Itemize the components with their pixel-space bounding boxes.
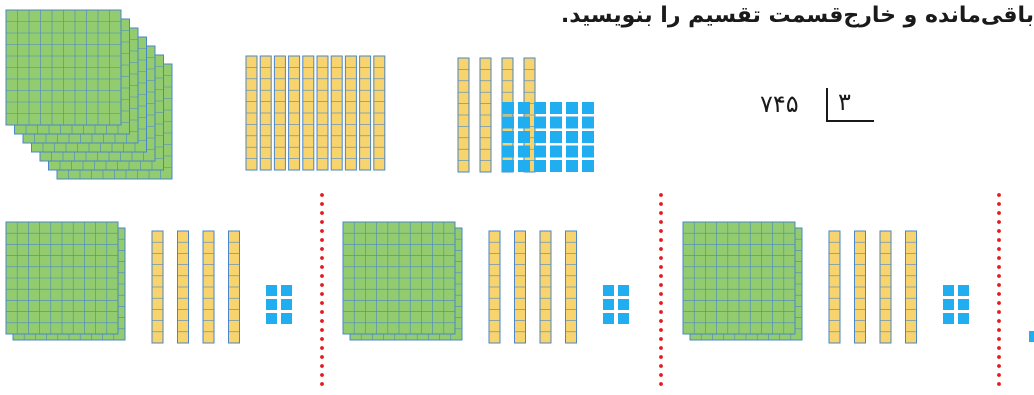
one-cube [518,146,530,158]
ten-rod [303,56,314,170]
one-cube [566,117,578,129]
one-cube [550,146,562,158]
one-cube [582,146,594,158]
group-divider [659,193,663,386]
one-cube [582,160,594,172]
one-cube [943,313,954,324]
ten-rod [289,56,300,170]
one-cube [566,131,578,143]
ten-rod [566,231,577,343]
ten-rod [489,231,500,343]
ten-rod [203,231,214,343]
group-divider [997,193,1001,386]
hundred-block [6,10,121,125]
one-cube [958,299,969,310]
one-cube [550,131,562,143]
one-cube [534,146,546,158]
one-cube [582,102,594,114]
ten-rod [374,56,385,170]
one-cube [566,146,578,158]
ten-rod [274,56,285,170]
ten-rod [360,56,371,170]
group-divider [320,193,324,386]
ten-rod [540,231,551,343]
one-cube [603,313,614,324]
one-cube [534,131,546,143]
one-cube [618,299,629,310]
ten-rod [229,231,240,343]
ten-rod [458,58,469,172]
ten-rod [178,231,189,343]
one-cube [502,117,514,129]
one-cube [534,117,546,129]
one-cube [281,285,292,296]
one-cube [958,313,969,324]
ten-rod [880,231,891,343]
ten-rod [480,58,491,172]
one-cube [502,102,514,114]
one-cube [943,285,954,296]
one-cube [550,160,562,172]
ten-rod [906,231,917,343]
one-cube [603,285,614,296]
hundred-block [683,222,795,334]
one-cube [518,160,530,172]
one-cube [518,131,530,143]
ten-rod [515,231,526,343]
one-cube [603,299,614,310]
one-cube [518,117,530,129]
one-cube [618,313,629,324]
one-cube [534,102,546,114]
ten-rod [331,56,342,170]
one-cube [266,313,277,324]
ten-rod [260,56,271,170]
one-cube [266,299,277,310]
one-cube [943,299,954,310]
one-cube [566,102,578,114]
one-cube [1029,331,1034,342]
ten-rod [152,231,163,343]
ten-rod [246,56,257,170]
one-cube [566,160,578,172]
one-cube [958,285,969,296]
one-cube [550,102,562,114]
one-cube [502,160,514,172]
hundred-block [6,222,118,334]
ten-rod [829,231,840,343]
one-cube [582,131,594,143]
one-cube [518,102,530,114]
one-cube [550,117,562,129]
one-cube [582,117,594,129]
one-cube [534,160,546,172]
one-cube [502,131,514,143]
ten-rod [855,231,866,343]
one-cube [281,313,292,324]
hundred-block [343,222,455,334]
one-cube [618,285,629,296]
one-cube [502,146,514,158]
one-cube [266,285,277,296]
one-cube [281,299,292,310]
ten-rod [345,56,356,170]
ten-rod [317,56,328,170]
